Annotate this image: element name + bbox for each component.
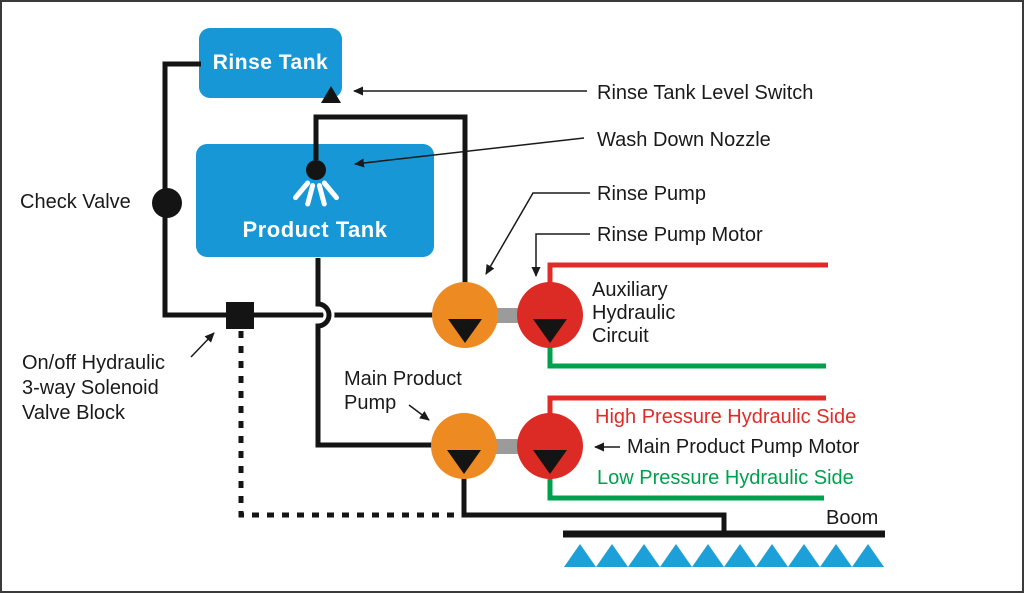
level-switch-label: Rinse Tank Level Switch bbox=[597, 82, 814, 104]
spray-nozzle-icon bbox=[852, 544, 884, 567]
leader-wash-nozzle bbox=[354, 137, 585, 168]
main-product-pump-icon bbox=[431, 413, 497, 479]
solenoid-valve-label: On/off Hydraulic 3-way Solenoid Valve Bl… bbox=[22, 352, 166, 424]
leader-rinse-pump-motor bbox=[531, 233, 590, 277]
main-product-pump-label: Main Product Pump bbox=[344, 368, 462, 414]
solenoid-valve-icon bbox=[226, 302, 254, 329]
spray-nozzle-icon bbox=[820, 544, 852, 567]
leader-solenoid-valve bbox=[190, 332, 215, 358]
main-pump-motor-label: Main Product Pump Motor bbox=[627, 436, 860, 458]
pipe-product-feed bbox=[315, 258, 436, 448]
pipe-product-feed-casing bbox=[312, 260, 436, 451]
spray-nozzle-icon bbox=[788, 544, 820, 567]
spray-nozzle-icon bbox=[660, 544, 692, 567]
wash-down-nozzle-icon bbox=[293, 160, 339, 207]
aux-low-pressure-line bbox=[547, 340, 826, 369]
level-switch-icon bbox=[321, 86, 341, 103]
wash-nozzle-label: Wash Down Nozzle bbox=[597, 129, 771, 151]
rinse-pump-motor-label: Rinse Pump Motor bbox=[597, 224, 763, 246]
high-pressure-label: High Pressure Hydraulic Side bbox=[595, 406, 857, 428]
rinse-tank-label: Rinse Tank bbox=[212, 51, 329, 74]
main-low-pressure-line bbox=[547, 472, 824, 501]
main-product-pump-motor-icon bbox=[517, 413, 583, 479]
low-pressure-label: Low Pressure Hydraulic Side bbox=[597, 467, 854, 489]
rinse-pump-label: Rinse Pump bbox=[597, 183, 706, 205]
pipe-wash-nozzle-vent bbox=[313, 114, 468, 288]
spray-nozzle-icon bbox=[596, 544, 628, 567]
rinse-tank: Rinse Tank bbox=[199, 28, 342, 98]
boom-nozzles bbox=[564, 544, 884, 567]
rinse-pump-icon bbox=[432, 282, 498, 348]
spray-nozzle-icon bbox=[628, 544, 660, 567]
boom-label: Boom bbox=[826, 507, 879, 529]
rinse-pump-motor-icon bbox=[517, 282, 583, 348]
spray-nozzle-icon bbox=[564, 544, 596, 567]
check-valve-label: Check Valve bbox=[20, 191, 131, 213]
leader-main-pump bbox=[408, 404, 430, 421]
spray-nozzle-icon bbox=[756, 544, 788, 567]
product-tank-label: Product Tank bbox=[242, 217, 388, 242]
auxiliary-circuit-label: Auxiliary Hydraulic Circuit bbox=[592, 279, 676, 347]
spray-nozzle-icon bbox=[724, 544, 756, 567]
solenoid-control-line bbox=[238, 331, 460, 518]
spray-nozzle-icon bbox=[692, 544, 724, 567]
leader-rinse-pump bbox=[485, 192, 590, 275]
check-valve-icon bbox=[152, 188, 182, 218]
pipe-boom-feed bbox=[461, 476, 727, 533]
